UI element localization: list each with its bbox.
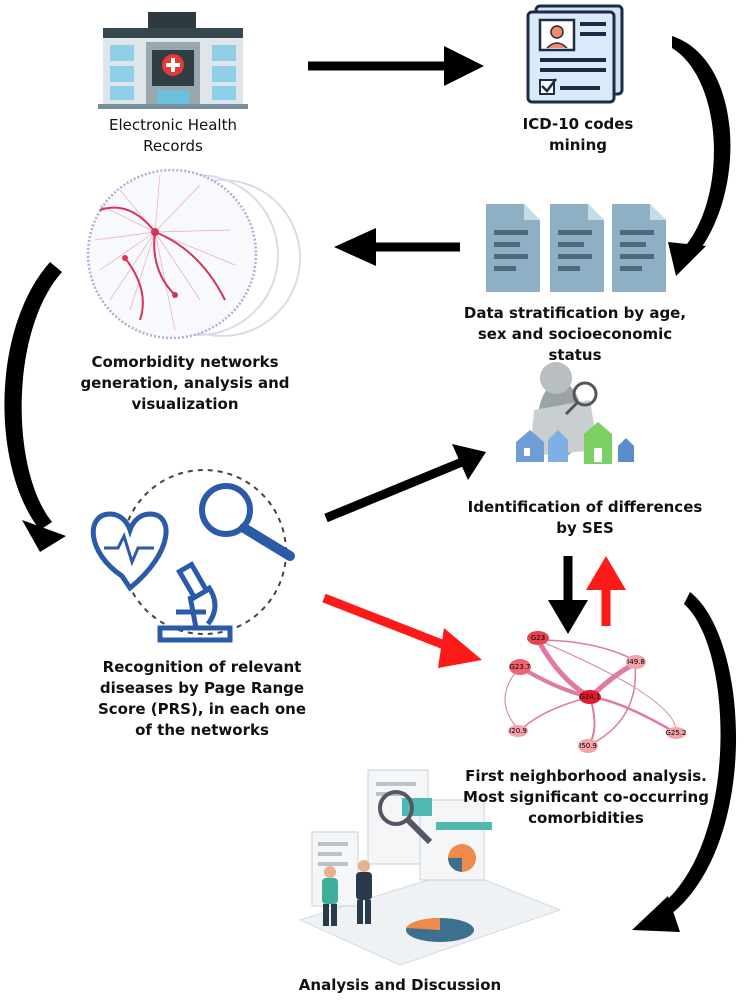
graph-node-label: G25.2 (665, 729, 686, 737)
arrow-icd-to-strat (668, 36, 731, 276)
graph-node-label: I49.8 (627, 658, 645, 666)
label-analysis-discussion: Analysis and Discussion (298, 976, 502, 994)
arrow-ehr-to-icd (308, 46, 484, 86)
arrow-ses-to-neighborhood (548, 556, 588, 634)
label-recognition-prs: Recognition of relevant diseases by Page… (97, 658, 307, 739)
arrow-recognition-to-neighborhood (322, 593, 482, 668)
graph-node: G24.1 (579, 690, 601, 704)
label-electronic-health-records: Electronic Health Records (109, 116, 237, 155)
analysis-people-icon (298, 769, 562, 966)
arrow-neighborhood-to-ses (586, 556, 626, 626)
arrow-strat-to-networks (334, 228, 460, 266)
hospital-icon (98, 12, 248, 109)
label-icd-mining: ICD-10 codes mining (522, 115, 634, 154)
arrow-recognition-to-ses (324, 444, 486, 523)
document-icon (526, 4, 624, 104)
graph-node: G23 (527, 631, 549, 645)
graph-node-label: I20.9 (509, 727, 527, 735)
label-identification-ses: Identification of differences by SES (467, 498, 703, 537)
label-data-stratification: Data stratification by age, sex and soci… (463, 304, 687, 364)
heart-microscope-icon (90, 469, 295, 643)
files-icon (486, 204, 666, 292)
graph-node: I20.9 (508, 725, 528, 737)
label-first-neighborhood: First neighborhood analysis. Most signif… (463, 767, 709, 827)
graph-node: G25.2 (665, 727, 687, 739)
graph-node: G23.7 (509, 659, 531, 675)
graph-node-label: G23 (531, 634, 545, 642)
graph-node: I50.9 (578, 739, 598, 753)
graph-node-label: I50.9 (579, 742, 597, 750)
network-icon (86, 168, 301, 340)
graph-node: I49.8 (626, 655, 646, 669)
arrow-neighborhood-to-analysis (632, 592, 737, 932)
label-comorbidity-networks: Comorbidity networks generation, analysi… (80, 353, 290, 413)
graph-node-label: G24.1 (579, 693, 600, 701)
graph-node-label: G23.7 (509, 663, 530, 671)
detective-houses-icon (516, 362, 634, 464)
arrow-networks-to-recognition (4, 262, 66, 552)
